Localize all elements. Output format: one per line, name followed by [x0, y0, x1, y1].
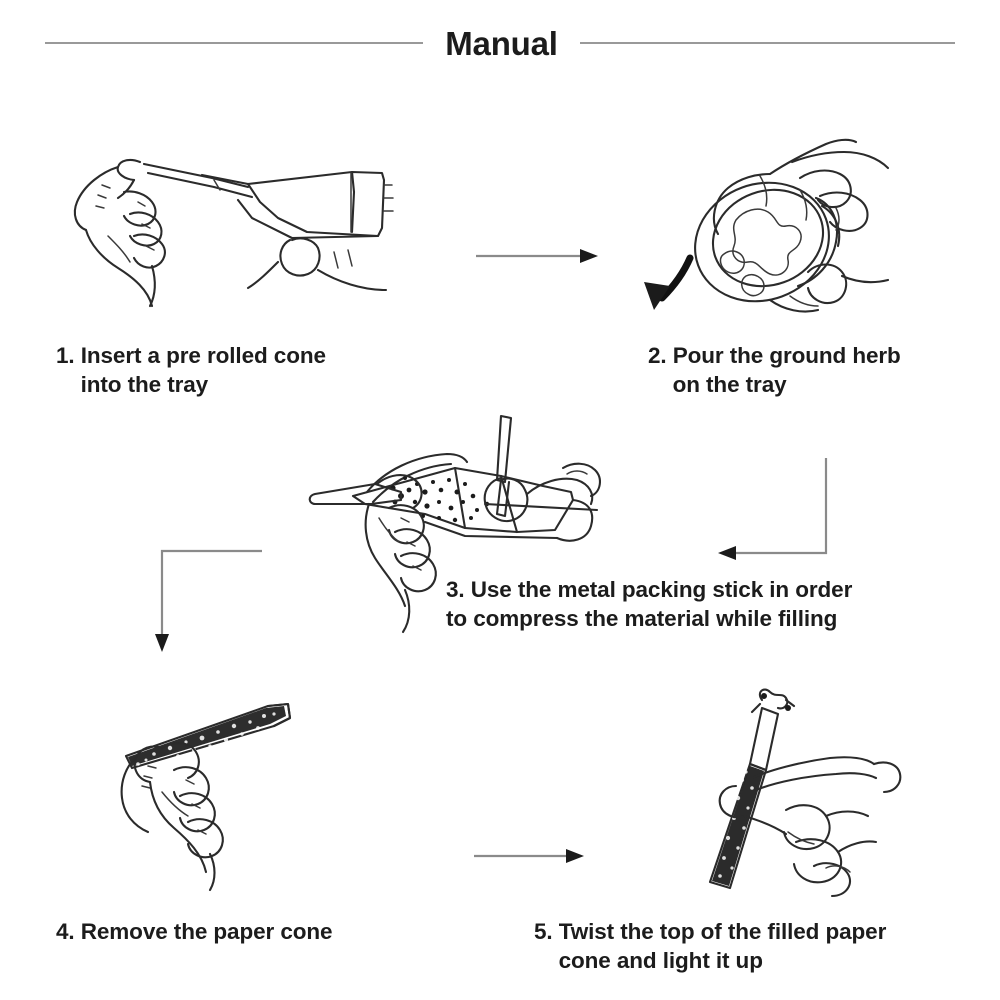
illustration-step-4: [118, 692, 388, 892]
arrow-step1-to-step2: [470, 242, 605, 270]
caption-step-1-line-2: into the tray: [56, 371, 209, 397]
arrow-step3-to-step4: [150, 542, 275, 657]
caption-step-2-line-2: on the tray: [648, 371, 787, 397]
caption-step-3-line-2: to compress the material while filling: [446, 605, 838, 631]
page-header: Manual: [0, 0, 1000, 86]
caption-step-2-line-1: 2. Pour the ground herb: [648, 343, 901, 368]
illustration-step-3: [305, 408, 605, 643]
arrow-step4-to-step5: [468, 842, 593, 870]
header-rule-right: [579, 42, 955, 44]
caption-step-1: 1. Insert a pre rolled cone into the tra…: [56, 342, 326, 399]
page-title: Manual: [445, 24, 558, 62]
arrow-pour-direction: [628, 250, 718, 330]
caption-step-4-line-1: 4. Remove the paper cone: [56, 919, 333, 944]
illustration-step-2: [640, 130, 930, 325]
caption-step-5-line-1: 5. Twist the top of the filled paper: [534, 919, 887, 944]
illustration-step-5: [700, 682, 930, 898]
arrow-step2-to-step3: [712, 452, 842, 567]
caption-step-3-line-1: 3. Use the metal packing stick in order: [446, 577, 853, 602]
caption-step-4: 4. Remove the paper cone: [56, 918, 333, 947]
caption-step-2: 2. Pour the ground herb on the tray: [648, 342, 901, 399]
caption-step-5-line-2: cone and light it up: [534, 947, 763, 973]
caption-step-3: 3. Use the metal packing stick in order …: [446, 576, 852, 633]
illustration-step-1: [52, 140, 394, 325]
caption-step-5: 5. Twist the top of the filled paper con…: [534, 918, 886, 975]
header-rule-left: [45, 42, 424, 44]
caption-step-1-line-1: 1. Insert a pre rolled cone: [56, 343, 326, 368]
